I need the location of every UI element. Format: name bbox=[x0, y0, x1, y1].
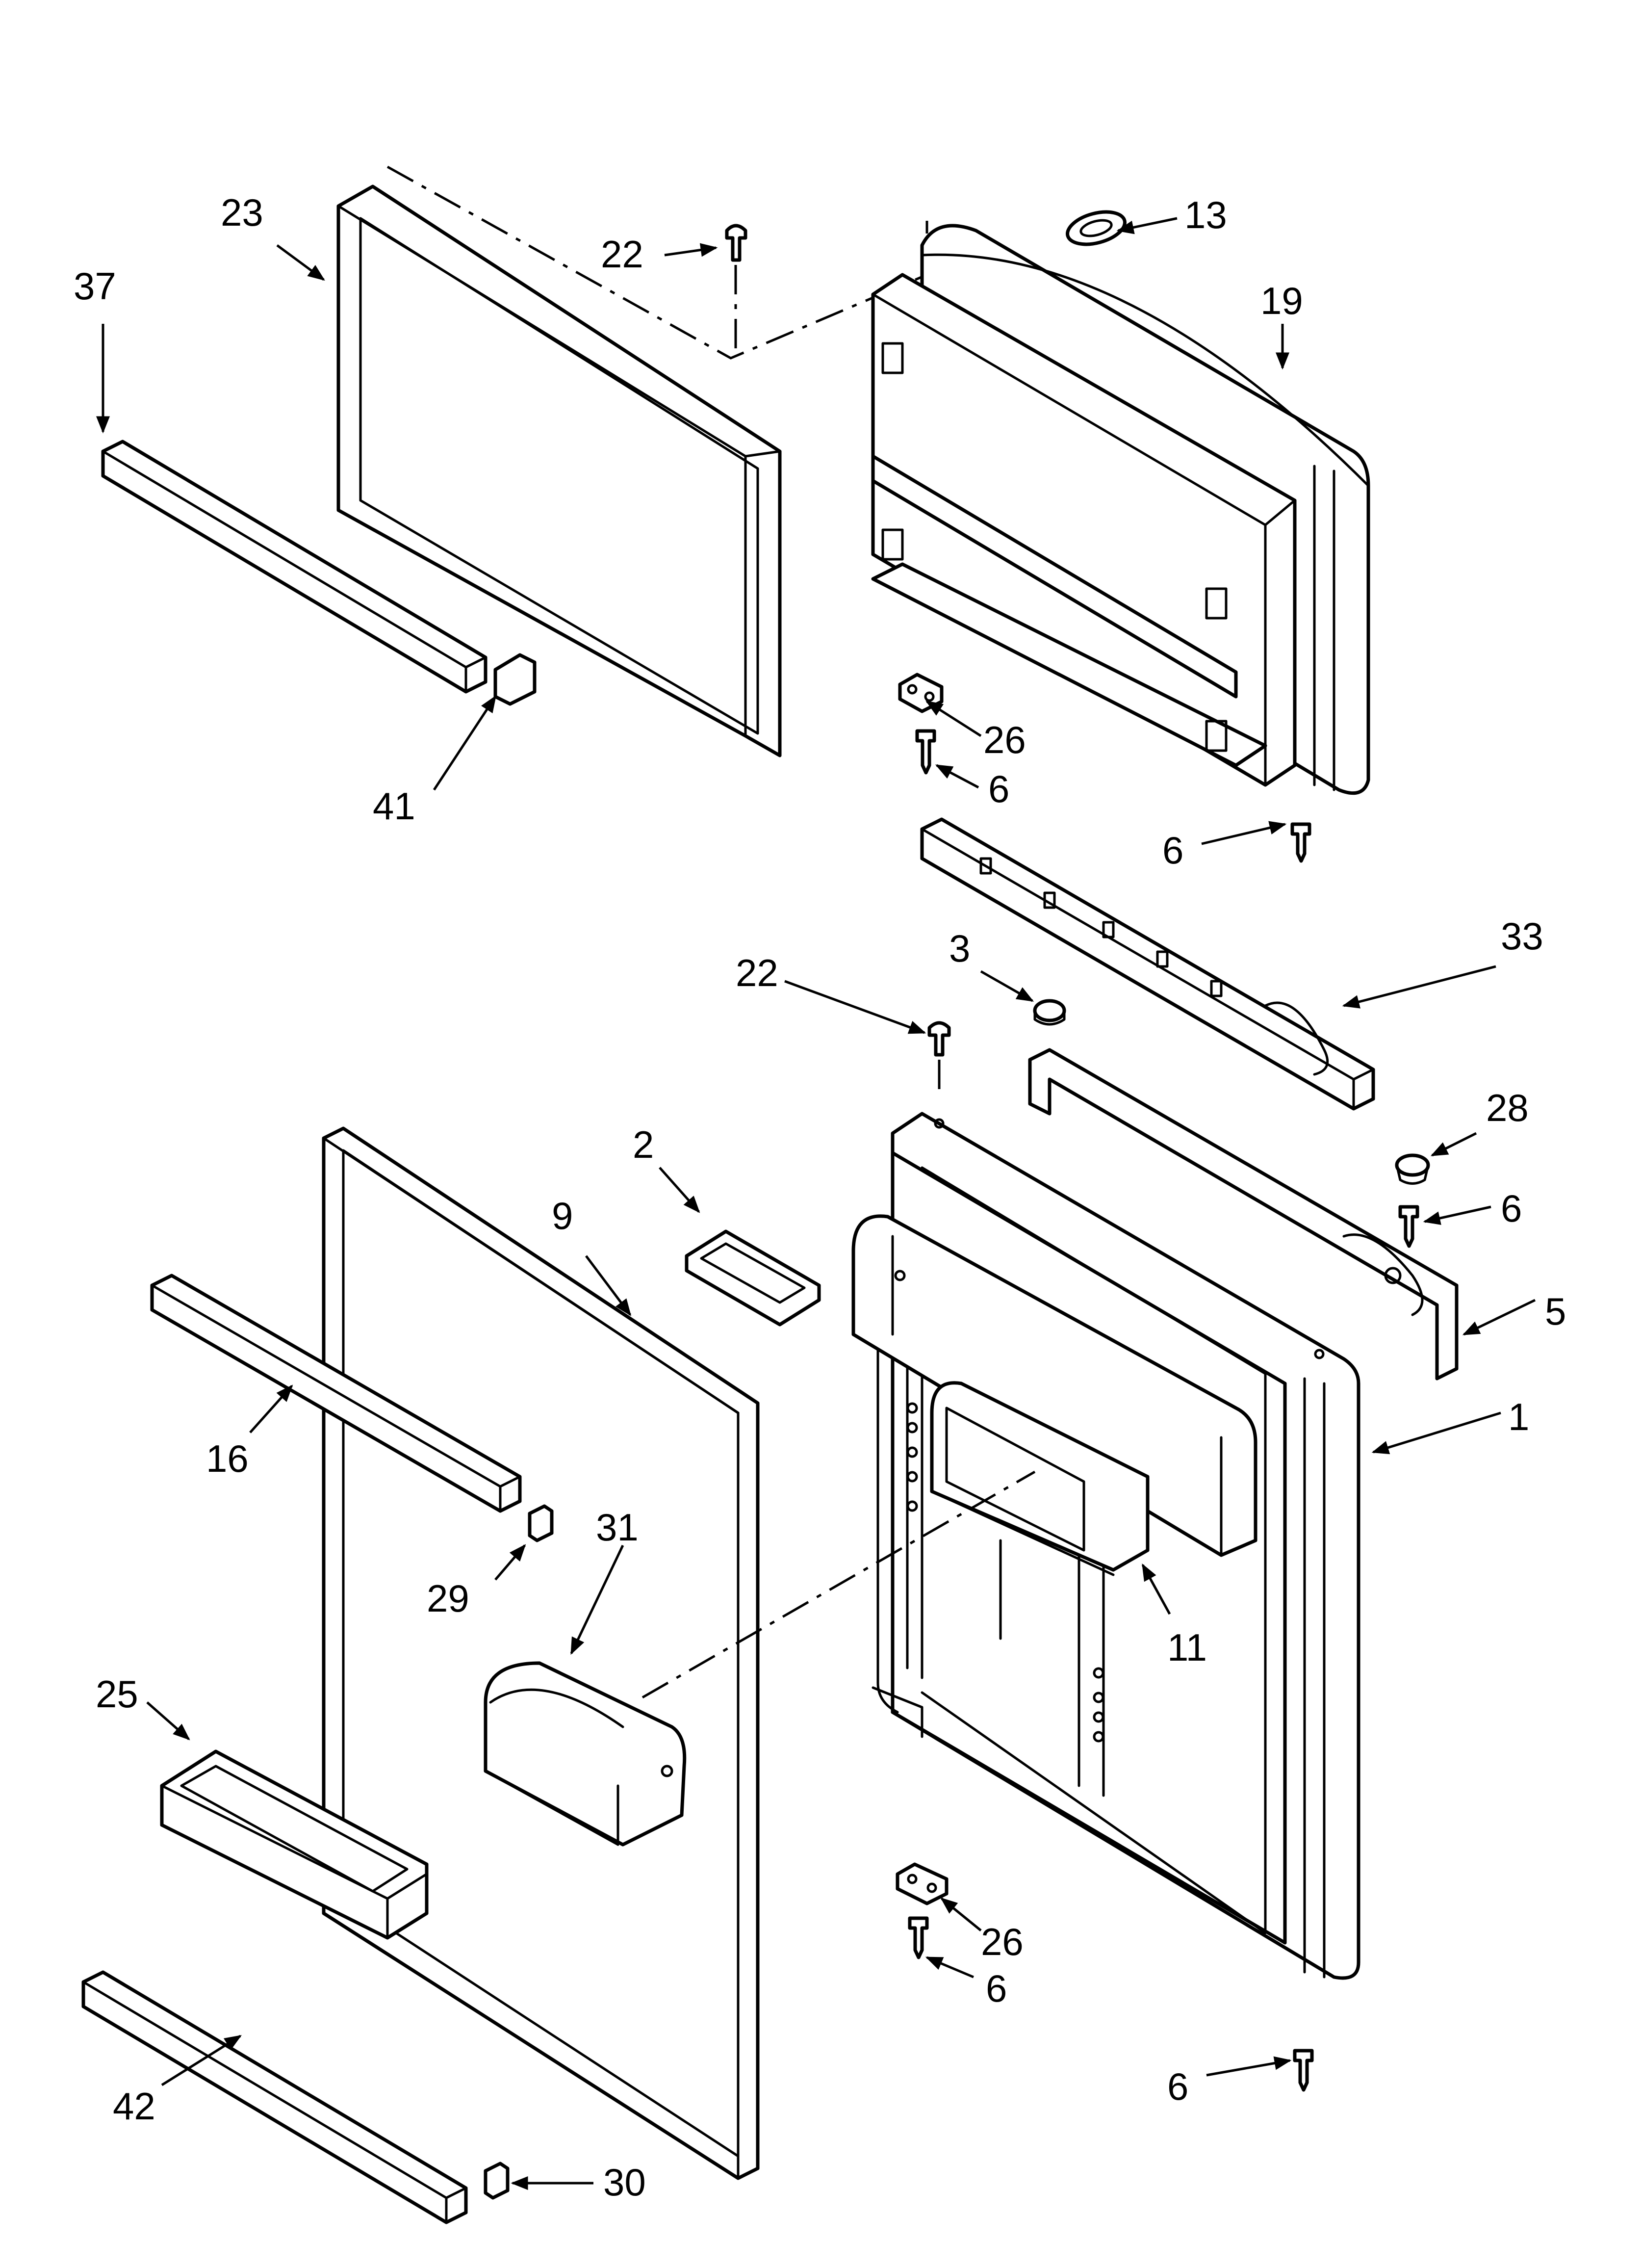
callout-6-a: 6 bbox=[988, 767, 1009, 810]
callout-22-upper: 22 bbox=[601, 233, 643, 276]
callout-6-e: 6 bbox=[1167, 2065, 1188, 2108]
callout-28: 28 bbox=[1486, 1086, 1529, 1129]
screw-6-c bbox=[1398, 1205, 1419, 1248]
dairy-cover-2 bbox=[685, 1229, 821, 1327]
assembly-line-lower bbox=[641, 1470, 1036, 1699]
callout-11: 11 bbox=[1167, 1626, 1207, 1669]
freezer-door-trim bbox=[101, 440, 487, 694]
refrigerator-door-gasket-9 bbox=[322, 1126, 760, 2180]
trim-end-cap-41 bbox=[493, 653, 537, 706]
freezer-door-gasket bbox=[336, 184, 782, 757]
callout-16: 16 bbox=[206, 1437, 249, 1480]
trim-end-cap-29 bbox=[528, 1504, 554, 1542]
callout-41: 41 bbox=[373, 784, 415, 828]
callout-25: 25 bbox=[96, 1672, 138, 1716]
dispenser-housing-11 bbox=[930, 1381, 1150, 1640]
callout-2: 2 bbox=[633, 1123, 654, 1166]
door-bin-25 bbox=[160, 1749, 429, 1940]
screw-6-b bbox=[1290, 822, 1311, 863]
callout-3: 3 bbox=[949, 927, 970, 970]
screw-6-e bbox=[1293, 2049, 1314, 2092]
callout-6-d: 6 bbox=[986, 1967, 1007, 2010]
callout-29: 29 bbox=[427, 1577, 469, 1620]
shelf-trim-16 bbox=[150, 1274, 522, 1513]
callout-6-b: 6 bbox=[1162, 829, 1183, 872]
callout-33: 33 bbox=[1501, 914, 1543, 958]
callout-23: 23 bbox=[221, 191, 263, 234]
plug-28 bbox=[1395, 1153, 1430, 1185]
callout-26-lower: 26 bbox=[981, 1920, 1024, 1963]
callout-26-upper: 26 bbox=[983, 718, 1026, 761]
screw-6-a bbox=[915, 729, 936, 775]
screw-6-d bbox=[908, 1916, 929, 1959]
can-bin-31 bbox=[484, 1661, 687, 1847]
callout-30: 30 bbox=[603, 2161, 646, 2204]
callout-19: 19 bbox=[1260, 279, 1303, 322]
bottom-trim-42 bbox=[81, 1970, 468, 2224]
hinge-bracket-26-lower bbox=[896, 1862, 949, 1905]
door-screw-22-upper bbox=[725, 224, 747, 262]
plug-3 bbox=[1033, 999, 1066, 1026]
trim-end-cap-30 bbox=[484, 2162, 510, 2200]
callout-6-c: 6 bbox=[1501, 1187, 1522, 1230]
hinge-cover-5 bbox=[1028, 1048, 1459, 1381]
callout-9: 9 bbox=[552, 1194, 573, 1237]
callout-42: 42 bbox=[113, 2085, 155, 2128]
plug-13 bbox=[1066, 210, 1127, 246]
hinge-cover-33 bbox=[920, 817, 1375, 1111]
callout-1: 1 bbox=[1508, 1395, 1529, 1438]
door-screw-22-lower bbox=[927, 1021, 951, 1057]
freezer-door-19 bbox=[871, 224, 1370, 795]
callout-37: 37 bbox=[74, 264, 116, 308]
callout-31: 31 bbox=[596, 1506, 639, 1549]
callout-13: 13 bbox=[1184, 193, 1227, 236]
leader-arrows bbox=[96, 217, 1536, 2190]
callout-labels: 23 37 22 13 19 41 26 6 6 33 3 22 2 9 28 … bbox=[74, 191, 1566, 2204]
callout-22-lower: 22 bbox=[736, 951, 778, 994]
callout-5: 5 bbox=[1545, 1290, 1566, 1333]
